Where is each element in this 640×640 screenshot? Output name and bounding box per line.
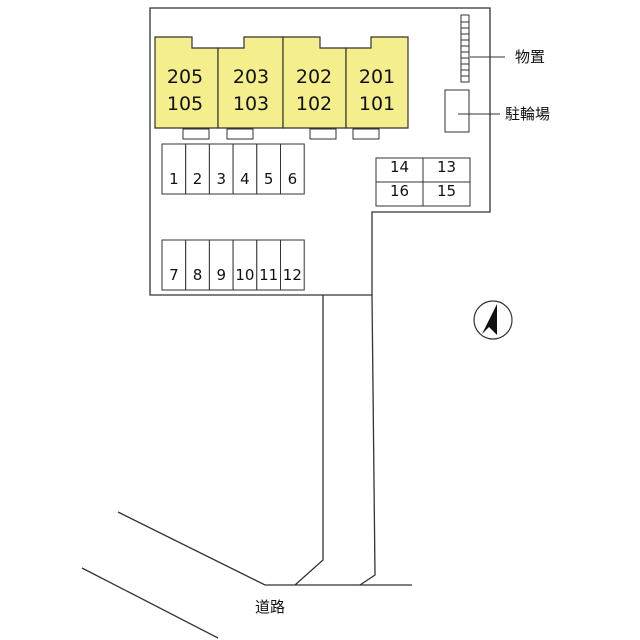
storage-shed: 物置: [460, 14, 545, 83]
unit-upper-label: 205: [167, 66, 203, 88]
parking-space-number: 4: [240, 170, 250, 188]
entrance-step: [309, 128, 337, 140]
parking-block-13-16: 14 13 16 15: [375, 157, 471, 207]
road-edge-upper: [117, 511, 412, 586]
unit-lower-label: 105: [167, 93, 203, 115]
entrance-step: [182, 128, 210, 140]
entrance-step: [352, 128, 380, 140]
parking-space: [280, 143, 305, 195]
parking-space-number: 16: [390, 182, 409, 200]
parking-space-number: 15: [437, 182, 456, 200]
bicycle-parking-label: 駐輪場: [505, 105, 550, 123]
parking-space-number: 12: [283, 266, 302, 284]
unit-upper-label: 203: [233, 66, 269, 88]
driveway-right-edge: [359, 294, 376, 586]
parking-space-number: 11: [259, 266, 278, 284]
parking-space-number: 1: [169, 170, 179, 188]
parking-space-number: 3: [216, 170, 226, 188]
building-unit-203-103: 203 103: [217, 36, 284, 129]
parking-space-number: 13: [437, 158, 456, 176]
parking-space: [375, 181, 424, 207]
lot-boundary: [149, 7, 491, 296]
road-label: 道路: [255, 598, 285, 616]
unit-upper-label: 201: [359, 66, 395, 88]
parking-space-number: 2: [193, 170, 203, 188]
driveway-left-edge: [294, 295, 324, 586]
parking-space: [422, 181, 471, 207]
unit-lower-label: 101: [359, 93, 395, 115]
parking-space-number: 5: [264, 170, 274, 188]
parking-space-number: 10: [235, 266, 254, 284]
road-edge-lower: [81, 567, 219, 639]
parking-space-number: 14: [390, 158, 409, 176]
north-arrow-icon: [473, 300, 513, 340]
parking-space-number: 8: [193, 266, 203, 284]
unit-lower-label: 103: [233, 93, 269, 115]
entrance-step: [226, 128, 254, 140]
building-unit-201-101: 201 101: [345, 36, 409, 129]
storage-label: 物置: [515, 48, 545, 66]
buildings: 205 105 203 103 202 102 201 101: [154, 36, 409, 140]
parking-space-number: 9: [216, 266, 226, 284]
building-outline: [345, 36, 409, 129]
parking-space-number: 7: [169, 266, 179, 284]
unit-lower-label: 102: [296, 93, 332, 115]
building-unit-202-102: 202 102: [282, 36, 347, 129]
building-unit-205-105: 205 105: [154, 36, 219, 129]
parking-space-number: 6: [288, 170, 298, 188]
unit-upper-label: 202: [296, 66, 332, 88]
bicycle-parking: 駐輪場: [444, 89, 550, 133]
parking-space: [280, 239, 305, 291]
parking-space: [375, 157, 424, 183]
